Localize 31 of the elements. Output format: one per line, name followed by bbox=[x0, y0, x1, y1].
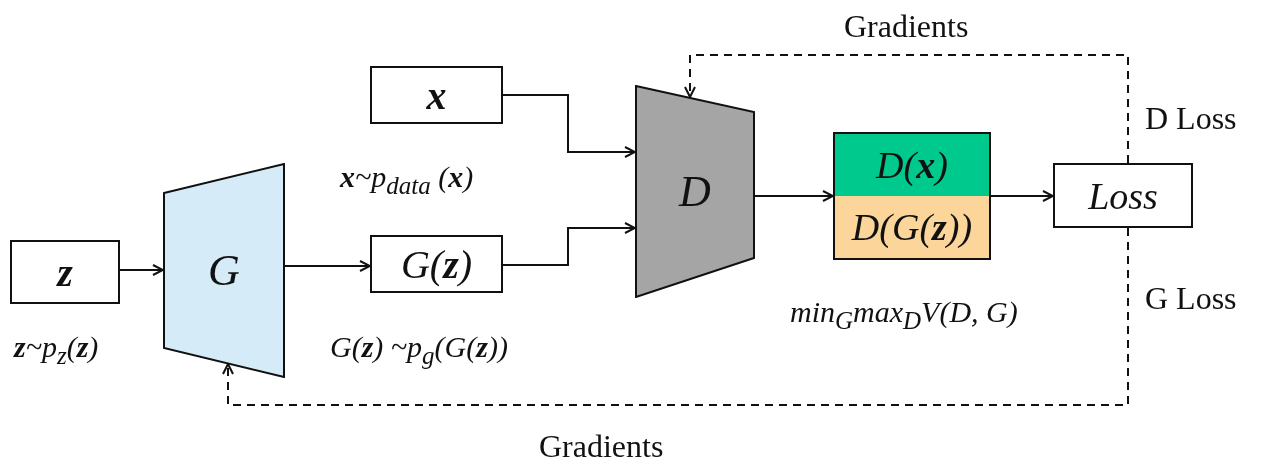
output-box bbox=[833, 132, 991, 260]
arrow bbox=[119, 264, 164, 276]
score-box bbox=[835, 134, 989, 196]
score-box bbox=[835, 196, 989, 258]
generator-trapezoid bbox=[163, 163, 285, 378]
arrow bbox=[990, 190, 1054, 202]
node-label: D bbox=[679, 166, 711, 217]
loss-box bbox=[1053, 163, 1193, 228]
distribution-label: z~p$_{z}$(z) bbox=[14, 330, 99, 370]
formula: min$_{G}$max$_{D}$V(D, G) bbox=[790, 295, 1018, 335]
node-label: D(x) bbox=[876, 143, 948, 187]
arrow bbox=[502, 222, 636, 266]
output-box bbox=[370, 235, 503, 293]
input-box bbox=[370, 66, 503, 124]
arrow bbox=[222, 227, 1129, 406]
loss-label: G Loss bbox=[1145, 280, 1237, 317]
node-label: x bbox=[426, 71, 447, 119]
arrow bbox=[284, 260, 371, 272]
discriminator-trapezoid bbox=[635, 85, 755, 298]
node-label: Loss bbox=[1088, 173, 1158, 218]
loss-label: D Loss bbox=[1145, 100, 1237, 137]
arrow bbox=[502, 94, 636, 158]
node-label: G bbox=[208, 245, 240, 296]
distribution-label: G(z) ~p$_{g}$(G(z)) bbox=[330, 330, 508, 370]
node-label: G(z) bbox=[400, 240, 473, 288]
node-label: z bbox=[57, 248, 73, 296]
input-box bbox=[10, 240, 120, 304]
arrow bbox=[684, 54, 1129, 164]
distribution-label: x~p$_{data}$ (x) bbox=[340, 160, 474, 200]
node-label: D(G(z)) bbox=[851, 205, 973, 249]
arrow bbox=[754, 190, 834, 202]
